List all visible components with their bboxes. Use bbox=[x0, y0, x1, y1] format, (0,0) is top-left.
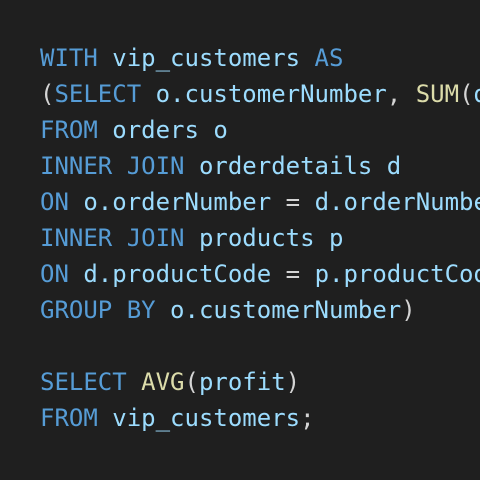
code-line: FROM vip_customers; bbox=[40, 400, 480, 436]
sql-keyword: GROUP BY bbox=[40, 296, 156, 324]
sql-punctuation: ; bbox=[300, 404, 315, 432]
code-line: FROM orders o bbox=[40, 112, 480, 148]
code-line: INNER JOIN orderdetails d bbox=[40, 148, 480, 184]
sql-punctuation bbox=[141, 80, 155, 108]
sql-keyword: INNER JOIN bbox=[40, 224, 185, 252]
sql-function: AVG bbox=[141, 368, 185, 396]
sql-identifier: d bbox=[474, 80, 480, 108]
sql-punctuation bbox=[98, 116, 112, 144]
sql-identifier: p.productCode bbox=[314, 260, 480, 288]
sql-identifier: profit bbox=[198, 368, 286, 396]
code-line: INNER JOIN products p bbox=[40, 220, 480, 256]
code-line: ON d.productCode = p.productCode bbox=[40, 256, 480, 292]
sql-punctuation bbox=[69, 188, 83, 216]
sql-identifier: o.orderNumber bbox=[83, 188, 272, 216]
sql-identifier: orderdetails d bbox=[198, 152, 402, 180]
sql-keyword: SELECT bbox=[54, 80, 142, 108]
sql-punctuation bbox=[127, 368, 141, 396]
sql-punctuation: ) bbox=[401, 296, 416, 324]
sql-keyword: SELECT bbox=[40, 368, 127, 396]
sql-punctuation: , bbox=[386, 80, 416, 108]
sql-identifier: orders o bbox=[112, 116, 228, 144]
sql-keyword: INNER JOIN bbox=[40, 152, 185, 180]
sql-punctuation bbox=[156, 296, 170, 324]
sql-keyword: ON bbox=[40, 260, 69, 288]
code-line: ON o.orderNumber = d.orderNumber bbox=[40, 184, 480, 220]
code-line: (SELECT o.customerNumber, SUM(d bbox=[40, 76, 480, 112]
sql-punctuation bbox=[185, 152, 199, 180]
sql-punctuation bbox=[98, 44, 112, 72]
sql-keyword: FROM bbox=[40, 404, 98, 432]
sql-identifier: vip_customers bbox=[112, 44, 301, 72]
code-block[interactable]: WITH vip_customers AS(SELECT o.customerN… bbox=[40, 40, 480, 436]
sql-function: SUM bbox=[415, 80, 460, 108]
code-line: GROUP BY o.customerNumber) bbox=[40, 292, 480, 328]
sql-punctuation: ) bbox=[285, 368, 301, 396]
sql-identifier: o.customerNumber bbox=[170, 296, 402, 324]
sql-keyword: WITH bbox=[40, 44, 98, 72]
sql-punctuation: ( bbox=[459, 80, 474, 108]
code-line: SELECT AVG(profit) bbox=[40, 364, 480, 400]
code-line bbox=[40, 328, 480, 364]
sql-identifier: d.orderNumber bbox=[314, 188, 480, 216]
sql-punctuation: = bbox=[271, 260, 315, 288]
sql-identifier: o.customerNumber bbox=[155, 80, 387, 108]
sql-keyword: ON bbox=[40, 188, 69, 216]
sql-identifier: d.productCode bbox=[83, 260, 272, 288]
sql-punctuation: = bbox=[271, 188, 315, 216]
sql-punctuation: ( bbox=[40, 80, 55, 108]
sql-punctuation bbox=[300, 44, 314, 72]
sql-identifier: products p bbox=[198, 224, 344, 252]
sql-punctuation bbox=[98, 404, 112, 432]
sql-punctuation bbox=[69, 260, 83, 288]
sql-identifier: vip_customers bbox=[112, 404, 301, 432]
sql-punctuation: ( bbox=[184, 368, 199, 396]
code-line: WITH vip_customers AS bbox=[40, 40, 480, 76]
sql-keyword: AS bbox=[314, 44, 344, 72]
sql-punctuation bbox=[185, 224, 199, 252]
sql-keyword: FROM bbox=[40, 116, 98, 144]
